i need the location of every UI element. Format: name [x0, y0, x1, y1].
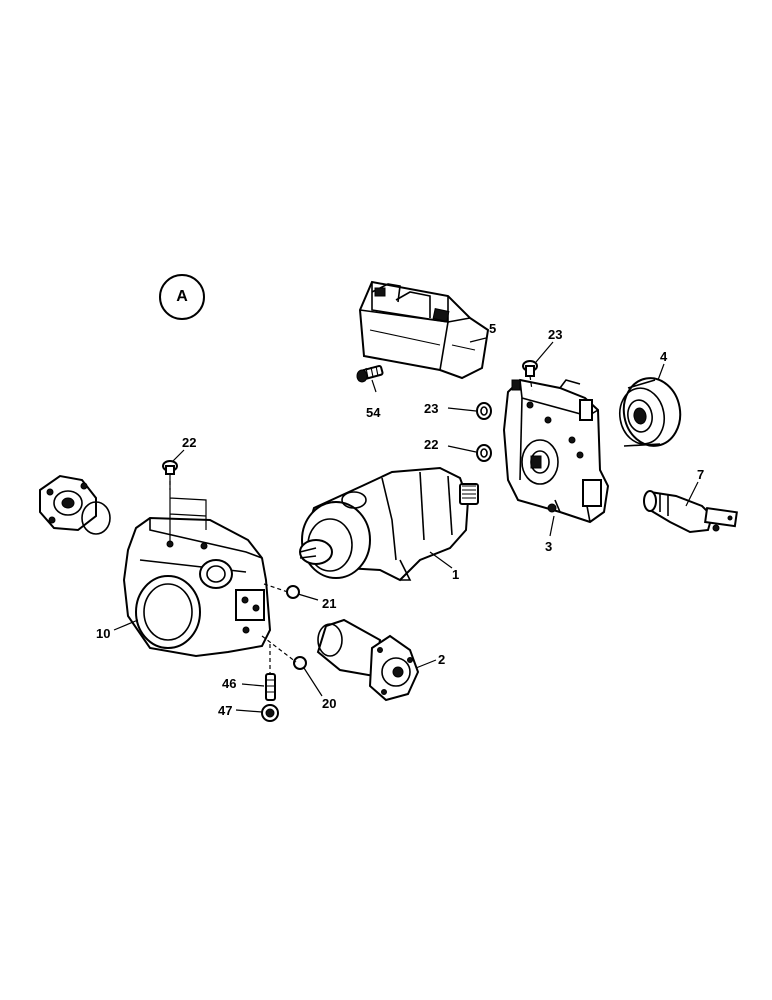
- leader-part-46: [241, 683, 265, 687]
- o-ring: [81, 501, 111, 535]
- view-marker-a: A: [159, 274, 205, 320]
- leader-part-22-left: [171, 449, 185, 463]
- leader-part-23-side: [447, 407, 477, 412]
- label-part-2: 2: [438, 652, 446, 667]
- label-part-22-right: 22: [424, 437, 439, 452]
- leader-part-4: [657, 363, 665, 381]
- leader-part-3: [549, 515, 555, 537]
- screw-part-23-top: [522, 360, 538, 377]
- plug-part-21: [286, 585, 300, 599]
- label-part-10: 10: [96, 626, 111, 641]
- plug-part-22-right: [476, 444, 492, 462]
- label-part-20: 20: [322, 696, 337, 711]
- alignment-line-23: [529, 375, 533, 391]
- label-part-3: 3: [545, 539, 553, 554]
- hydraulic-pump-part-1: [299, 466, 479, 582]
- alignment-line-20: [261, 635, 297, 663]
- leader-part-54: [371, 379, 377, 393]
- cover-plate: [39, 474, 97, 532]
- label-part-22-left: 22: [182, 435, 197, 450]
- label-part-46: 46: [222, 676, 237, 691]
- leader-part-20: [303, 667, 323, 697]
- leader-part-7: [685, 481, 699, 507]
- label-part-21: 21: [322, 596, 337, 611]
- stud-part-46: [265, 673, 276, 701]
- nut-part-47: [261, 704, 279, 722]
- label-part-1: 1: [452, 567, 460, 582]
- label-part-47: 47: [218, 703, 233, 718]
- label-part-23-side: 23: [424, 401, 439, 416]
- solenoid-valve-part-5: [358, 280, 490, 380]
- label-part-5: 5: [489, 321, 497, 336]
- leader-part-21: [297, 593, 319, 601]
- label-part-54: 54: [366, 405, 381, 420]
- seal-ring-part-4: [618, 377, 682, 447]
- screw-part-22-left: [162, 460, 178, 475]
- leader-part-10: [113, 619, 139, 631]
- sensor-part-7: [643, 490, 738, 534]
- leader-part-5: [469, 337, 487, 343]
- leader-part-1: [429, 551, 453, 569]
- label-part-7: 7: [697, 467, 705, 482]
- plug-part-20: [293, 656, 307, 670]
- bolt-part-54: [356, 364, 384, 383]
- label-part-4: 4: [660, 349, 668, 364]
- plug-part-23-side: [476, 402, 492, 420]
- control-valve-block-part-3: [502, 378, 610, 524]
- leader-part-47: [235, 709, 263, 713]
- leader-part-2: [415, 659, 437, 669]
- alignment-line-21: [263, 583, 289, 593]
- filter-part-2: [316, 618, 420, 702]
- pump-housing-part-10: [122, 516, 272, 658]
- leader-part-23-top: [535, 341, 554, 363]
- label-part-23-top: 23: [548, 327, 563, 342]
- leader-part-22-right: [447, 445, 477, 453]
